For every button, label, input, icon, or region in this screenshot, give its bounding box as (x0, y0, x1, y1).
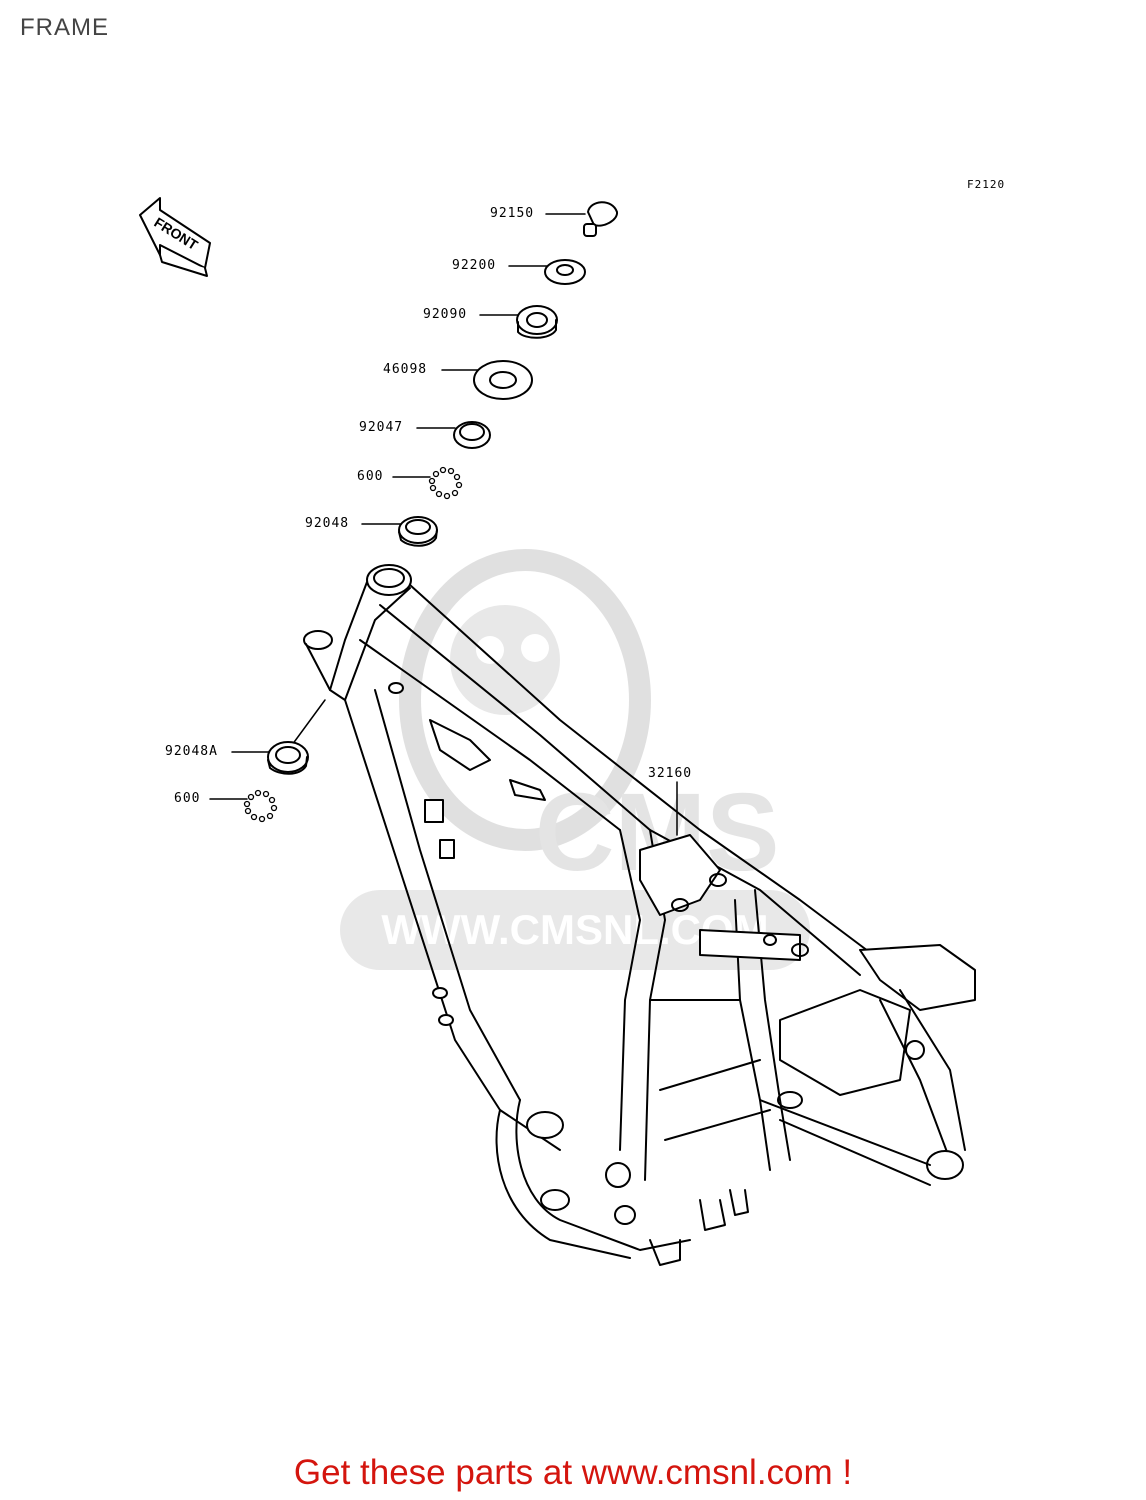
part-600-balls-lower (243, 789, 278, 823)
part-label-92090: 92090 (423, 307, 468, 322)
part-600-balls-upper (428, 466, 463, 500)
part-92048-race (398, 516, 438, 547)
part-label-92048: 92048 (305, 516, 350, 531)
front-arrow-icon: FRONT (139, 197, 211, 277)
part-92047-race (453, 421, 491, 449)
part-label-600-lower: 600 (174, 791, 201, 806)
part-label-92047: 92047 (359, 420, 404, 435)
part-label-600-upper: 600 (357, 469, 384, 484)
page-title: FRAME (20, 14, 109, 41)
figure-code: F2120 (967, 178, 1006, 191)
part-92150-cap-bolt (583, 201, 618, 237)
part-32160-frame (303, 564, 976, 1266)
part-label-92150: 92150 (490, 206, 535, 221)
cta-link[interactable]: Get these parts at www.cmsnl.com ! (293, 1453, 853, 1492)
part-label-46098: 46098 (383, 362, 428, 377)
part-92200-washer (544, 259, 586, 285)
part-label-32160: 32160 (648, 766, 693, 781)
part-46098-seal (473, 360, 533, 400)
part-label-92200: 92200 (452, 258, 497, 273)
part-92090-nut (516, 305, 558, 339)
part-92048A-race (267, 741, 309, 775)
part-label-92048A: 92048A (165, 744, 218, 759)
